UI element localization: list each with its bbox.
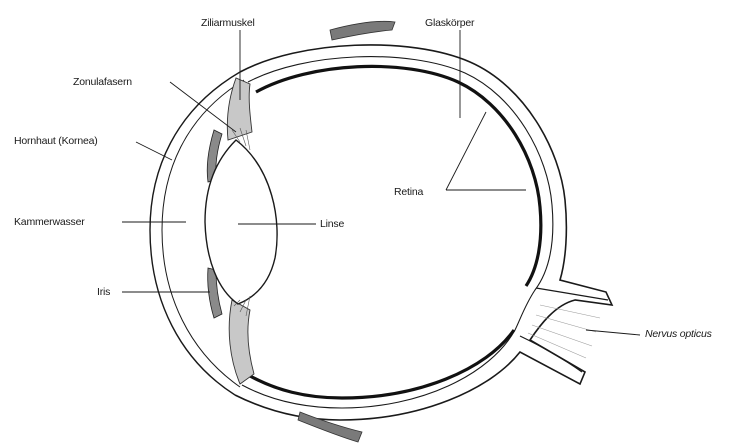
label-linse: Linse — [320, 218, 344, 230]
label-glaskoerper: Glaskörper — [425, 17, 474, 29]
optic-nerve-fibers — [528, 305, 600, 358]
optic-nerve-lower — [520, 336, 582, 372]
leader-zonulafasern — [170, 82, 236, 132]
upper-lid-fold — [330, 21, 395, 40]
sclera-inner — [242, 57, 553, 408]
label-retina: Retina — [394, 186, 423, 198]
sclera-outer — [235, 45, 612, 420]
label-iris: Iris — [97, 286, 110, 298]
label-kammerwasser: Kammerwasser — [14, 216, 85, 228]
label-ziliarmuskel: Ziliarmuskel — [201, 17, 255, 29]
lower-lid-fold — [298, 412, 362, 442]
retina-band — [250, 66, 541, 398]
leader-retina-a — [446, 112, 486, 190]
label-nervus-opticus: Nervus opticus — [645, 328, 712, 340]
label-hornhaut: Hornhaut (Kornea) — [14, 135, 98, 147]
leader-nervus-opticus — [586, 330, 640, 335]
ciliary-body-lower — [229, 300, 254, 384]
label-zonulafasern: Zonulafasern — [73, 76, 132, 88]
